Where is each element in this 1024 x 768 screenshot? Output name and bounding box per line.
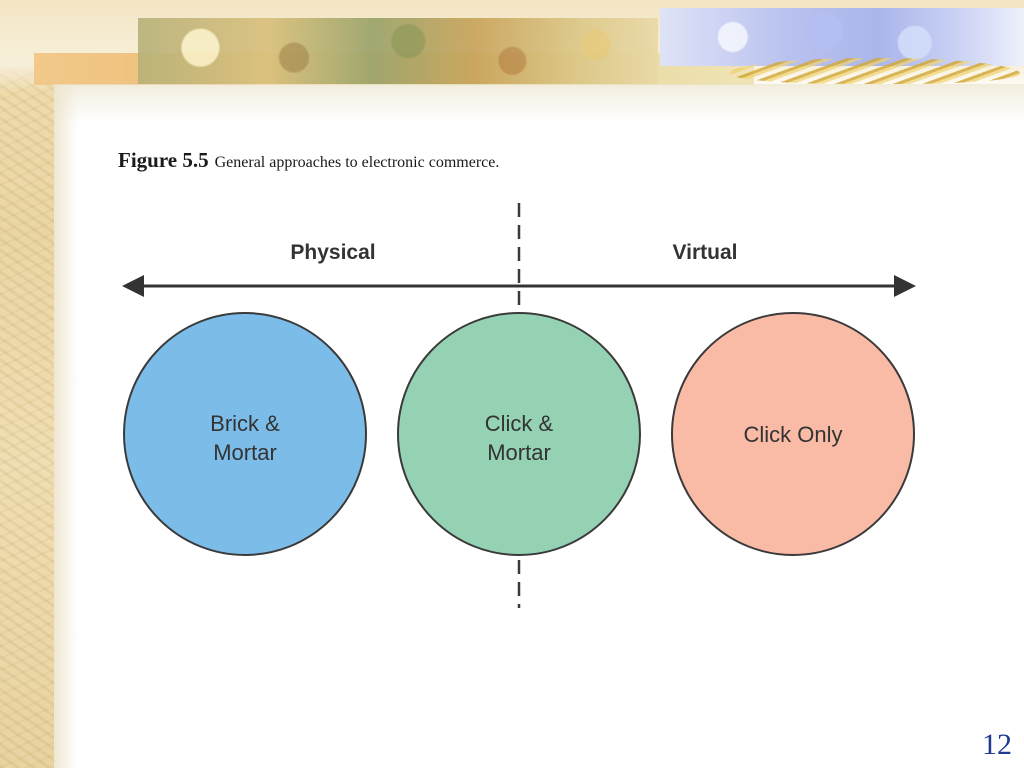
- click-and-mortar-circle: [397, 312, 641, 556]
- leaf-photo-panel: [138, 18, 658, 84]
- physical-label: Physical: [290, 241, 375, 264]
- top-banner: [0, 0, 1024, 92]
- virtual-label: Virtual: [673, 241, 738, 264]
- figure-caption: Figure 5.5 General approaches to electron…: [118, 148, 499, 173]
- left-decorative-strip: [0, 0, 54, 768]
- click-only-label: Click Only: [743, 422, 842, 447]
- click-mortar-label-line1: Click &: [485, 411, 554, 436]
- brick-mortar-label-line2: Mortar: [213, 440, 277, 465]
- figure-number: Figure 5.5: [118, 148, 209, 172]
- brick-and-mortar-circle: [123, 312, 367, 556]
- right-arrowhead: [894, 275, 916, 297]
- slide-number: 12: [982, 728, 1012, 761]
- left-strip-shadow: [54, 0, 78, 768]
- click-mortar-label-line2: Mortar: [487, 440, 551, 465]
- brick-mortar-label-line1: Brick &: [210, 411, 280, 436]
- banner-fade: [54, 84, 1024, 124]
- click-only-circle: [671, 312, 915, 556]
- wheat-decoration: [730, 58, 1020, 84]
- sky-photo-panel: [660, 8, 1024, 66]
- figure-caption-text: General approaches to electronic commerc…: [214, 154, 500, 171]
- left-arrowhead: [122, 275, 144, 297]
